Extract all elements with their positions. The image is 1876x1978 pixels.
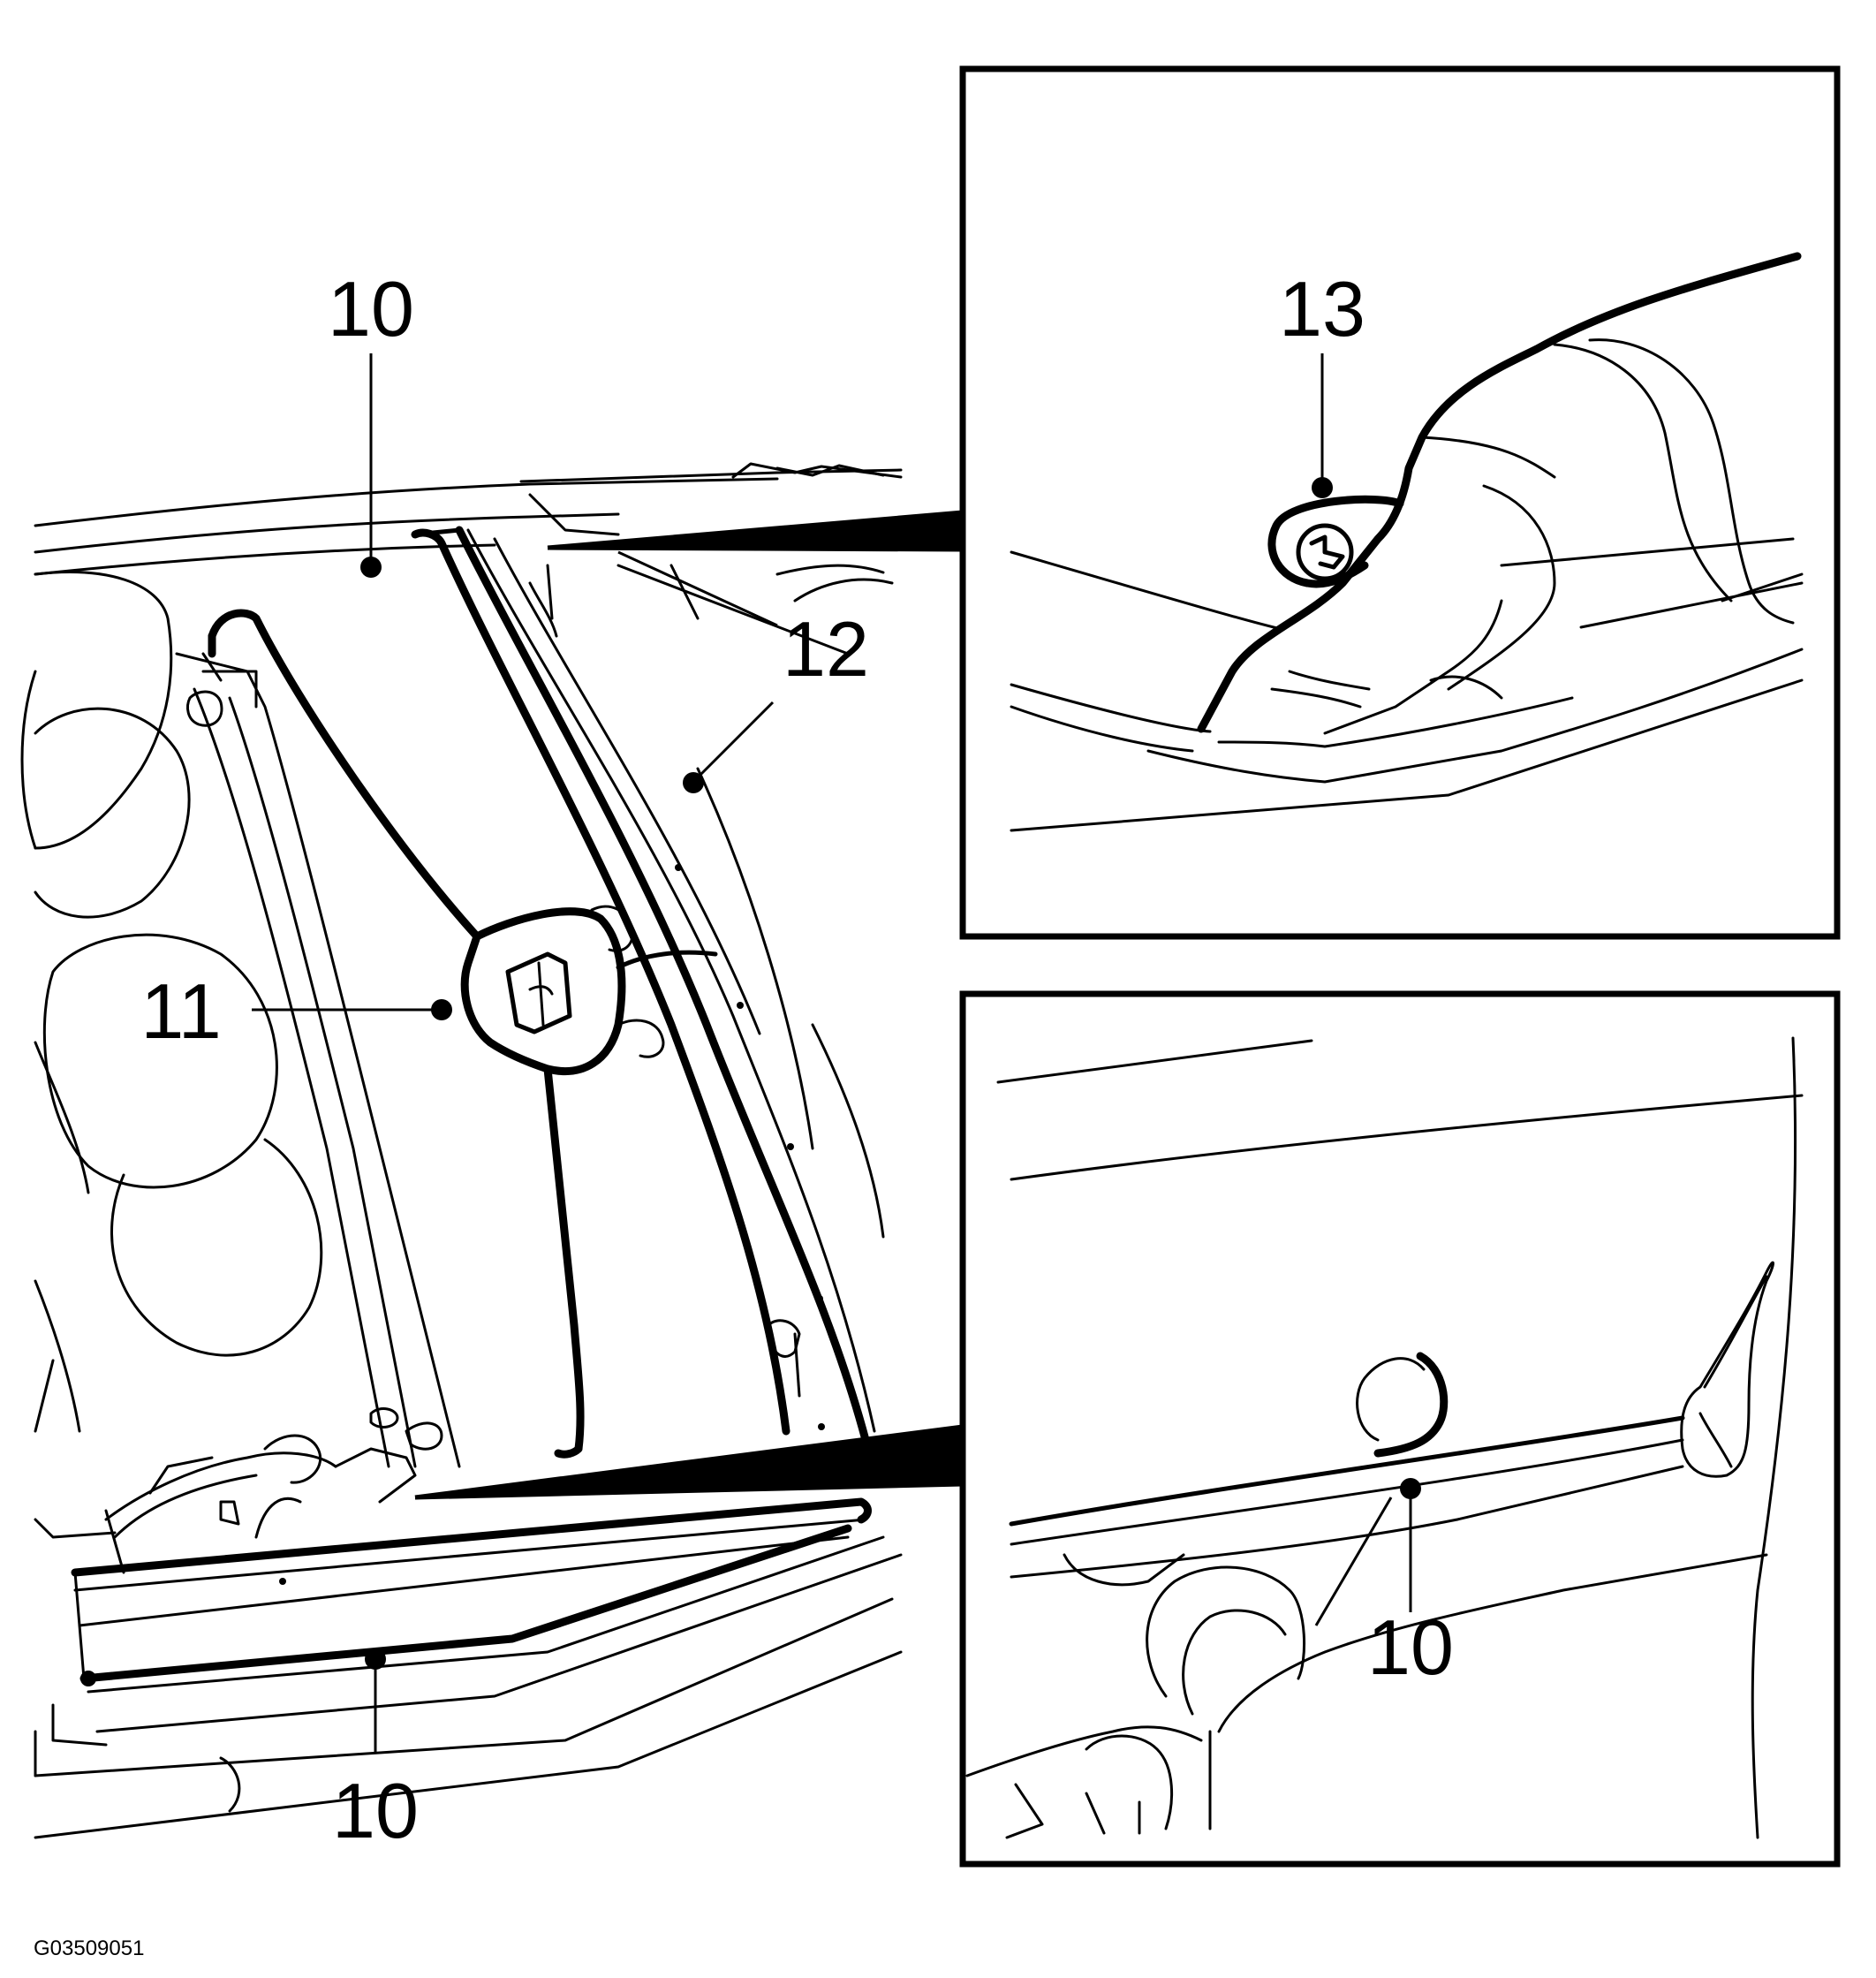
callout-13: 13 [1279,265,1365,498]
callout-label: 10 [332,1767,419,1854]
callout-label: 12 [783,605,869,693]
callout-label: 13 [1279,265,1365,352]
main-view [20,462,964,1839]
figure-reference: G03509051 [34,1936,144,1960]
callout-label: 11 [140,967,221,1055]
callout-10-inset: 10 [1314,1478,1454,1691]
callout-10-top: 10 [328,265,414,578]
callout-11: 11 [140,967,452,1055]
callout-label: 10 [328,265,414,352]
inset-top [959,65,1841,940]
inset-bottom [959,990,1841,1868]
callout-label: 10 [1367,1603,1454,1691]
callout-12: 12 [617,550,869,793]
callout-10-bottom: 10 [332,1648,419,1854]
